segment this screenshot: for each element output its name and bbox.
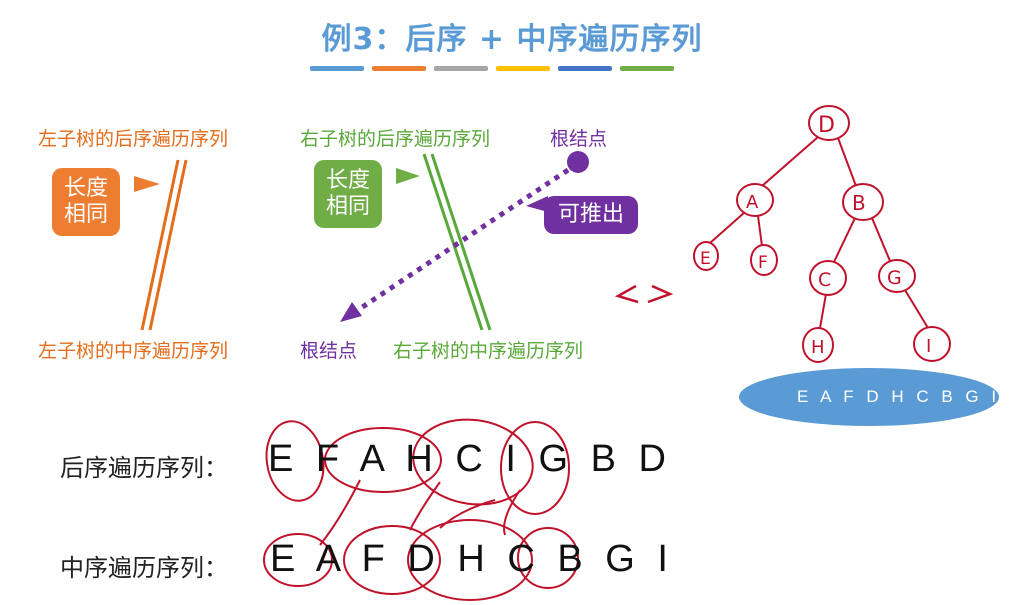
tree-edge [709,211,746,244]
right-subtree-postorder-label: 右子树的后序遍历序列 [300,128,491,150]
title-bar [372,66,426,71]
derive-arrow-line [353,167,570,315]
tree-edge [871,217,891,262]
inorder-ellipse-label: E A F D H C B G I [797,387,1001,406]
tree-label: G [887,267,902,289]
bubble-pointer [396,168,420,184]
root-label-top: 根结点 [550,128,608,150]
green-divider-line [430,153,492,331]
same-length-bubble-left: 长度 相同 [52,168,121,236]
title-bar [434,66,488,71]
tree-node-e [693,241,719,271]
root-label-bottom: 根结点 [300,340,358,362]
tree-label: F [758,253,768,273]
inorder-label: 中序遍历序列： [60,554,228,582]
tree-edge [757,215,763,247]
same-length-bubble-right: 长度 相同 [314,160,383,228]
title-bar [558,66,612,71]
tree-node-d [808,105,850,141]
tree-node-c [809,260,847,296]
arrow-mark-scribble [614,284,674,304]
orange-divider-line [140,159,180,331]
derive-arrow-head [340,302,362,322]
tree-node-h [802,327,834,363]
bubble-pointer [526,196,548,212]
orange-divider-line [148,159,188,331]
postorder-label: 后序遍历序列： [60,454,228,482]
tree-label: B [852,191,866,215]
title-bar [310,66,364,71]
postorder-value: E F A H C I G B D [268,438,672,480]
left-subtree-postorder-label: 左子树的后序遍历序列 [38,128,229,150]
tree-label: A [746,192,759,213]
tree-label: I [926,336,931,357]
tree-edge [837,137,857,187]
tree-node-a [736,183,774,217]
title-bar [496,66,550,71]
root-dot [567,151,589,173]
right-subtree-inorder-label: 右子树的中序遍历序列 [393,340,584,362]
green-divider-line [422,153,484,331]
inorder-value: E A F D H C B G I [270,538,674,580]
tree-label: D [818,113,835,138]
bubble-pointer [134,176,160,192]
tree-edge [819,293,827,329]
tree-edge [904,289,929,329]
tree-node-g [878,259,916,293]
title-color-bars [310,66,674,71]
tree-label: E [700,249,711,269]
tree-node-i [913,326,951,362]
tree-node-f [750,244,778,276]
left-subtree-inorder-label: 左子树的中序遍历序列 [38,340,229,362]
sequence-scribbles [263,418,579,601]
title-bar [620,66,674,71]
handwritten-tree: D A B E F C G H I [614,105,951,363]
tree-label: C [818,269,831,291]
tree-edge [833,217,856,263]
derive-bubble: 可推出 [544,196,639,234]
tree-edge [761,136,819,187]
inorder-ellipse [739,368,999,426]
tree-label: H [811,337,825,358]
slide-title: 例3：后序 + 中序遍历序列 [321,22,703,57]
tree-node-b [842,183,884,221]
